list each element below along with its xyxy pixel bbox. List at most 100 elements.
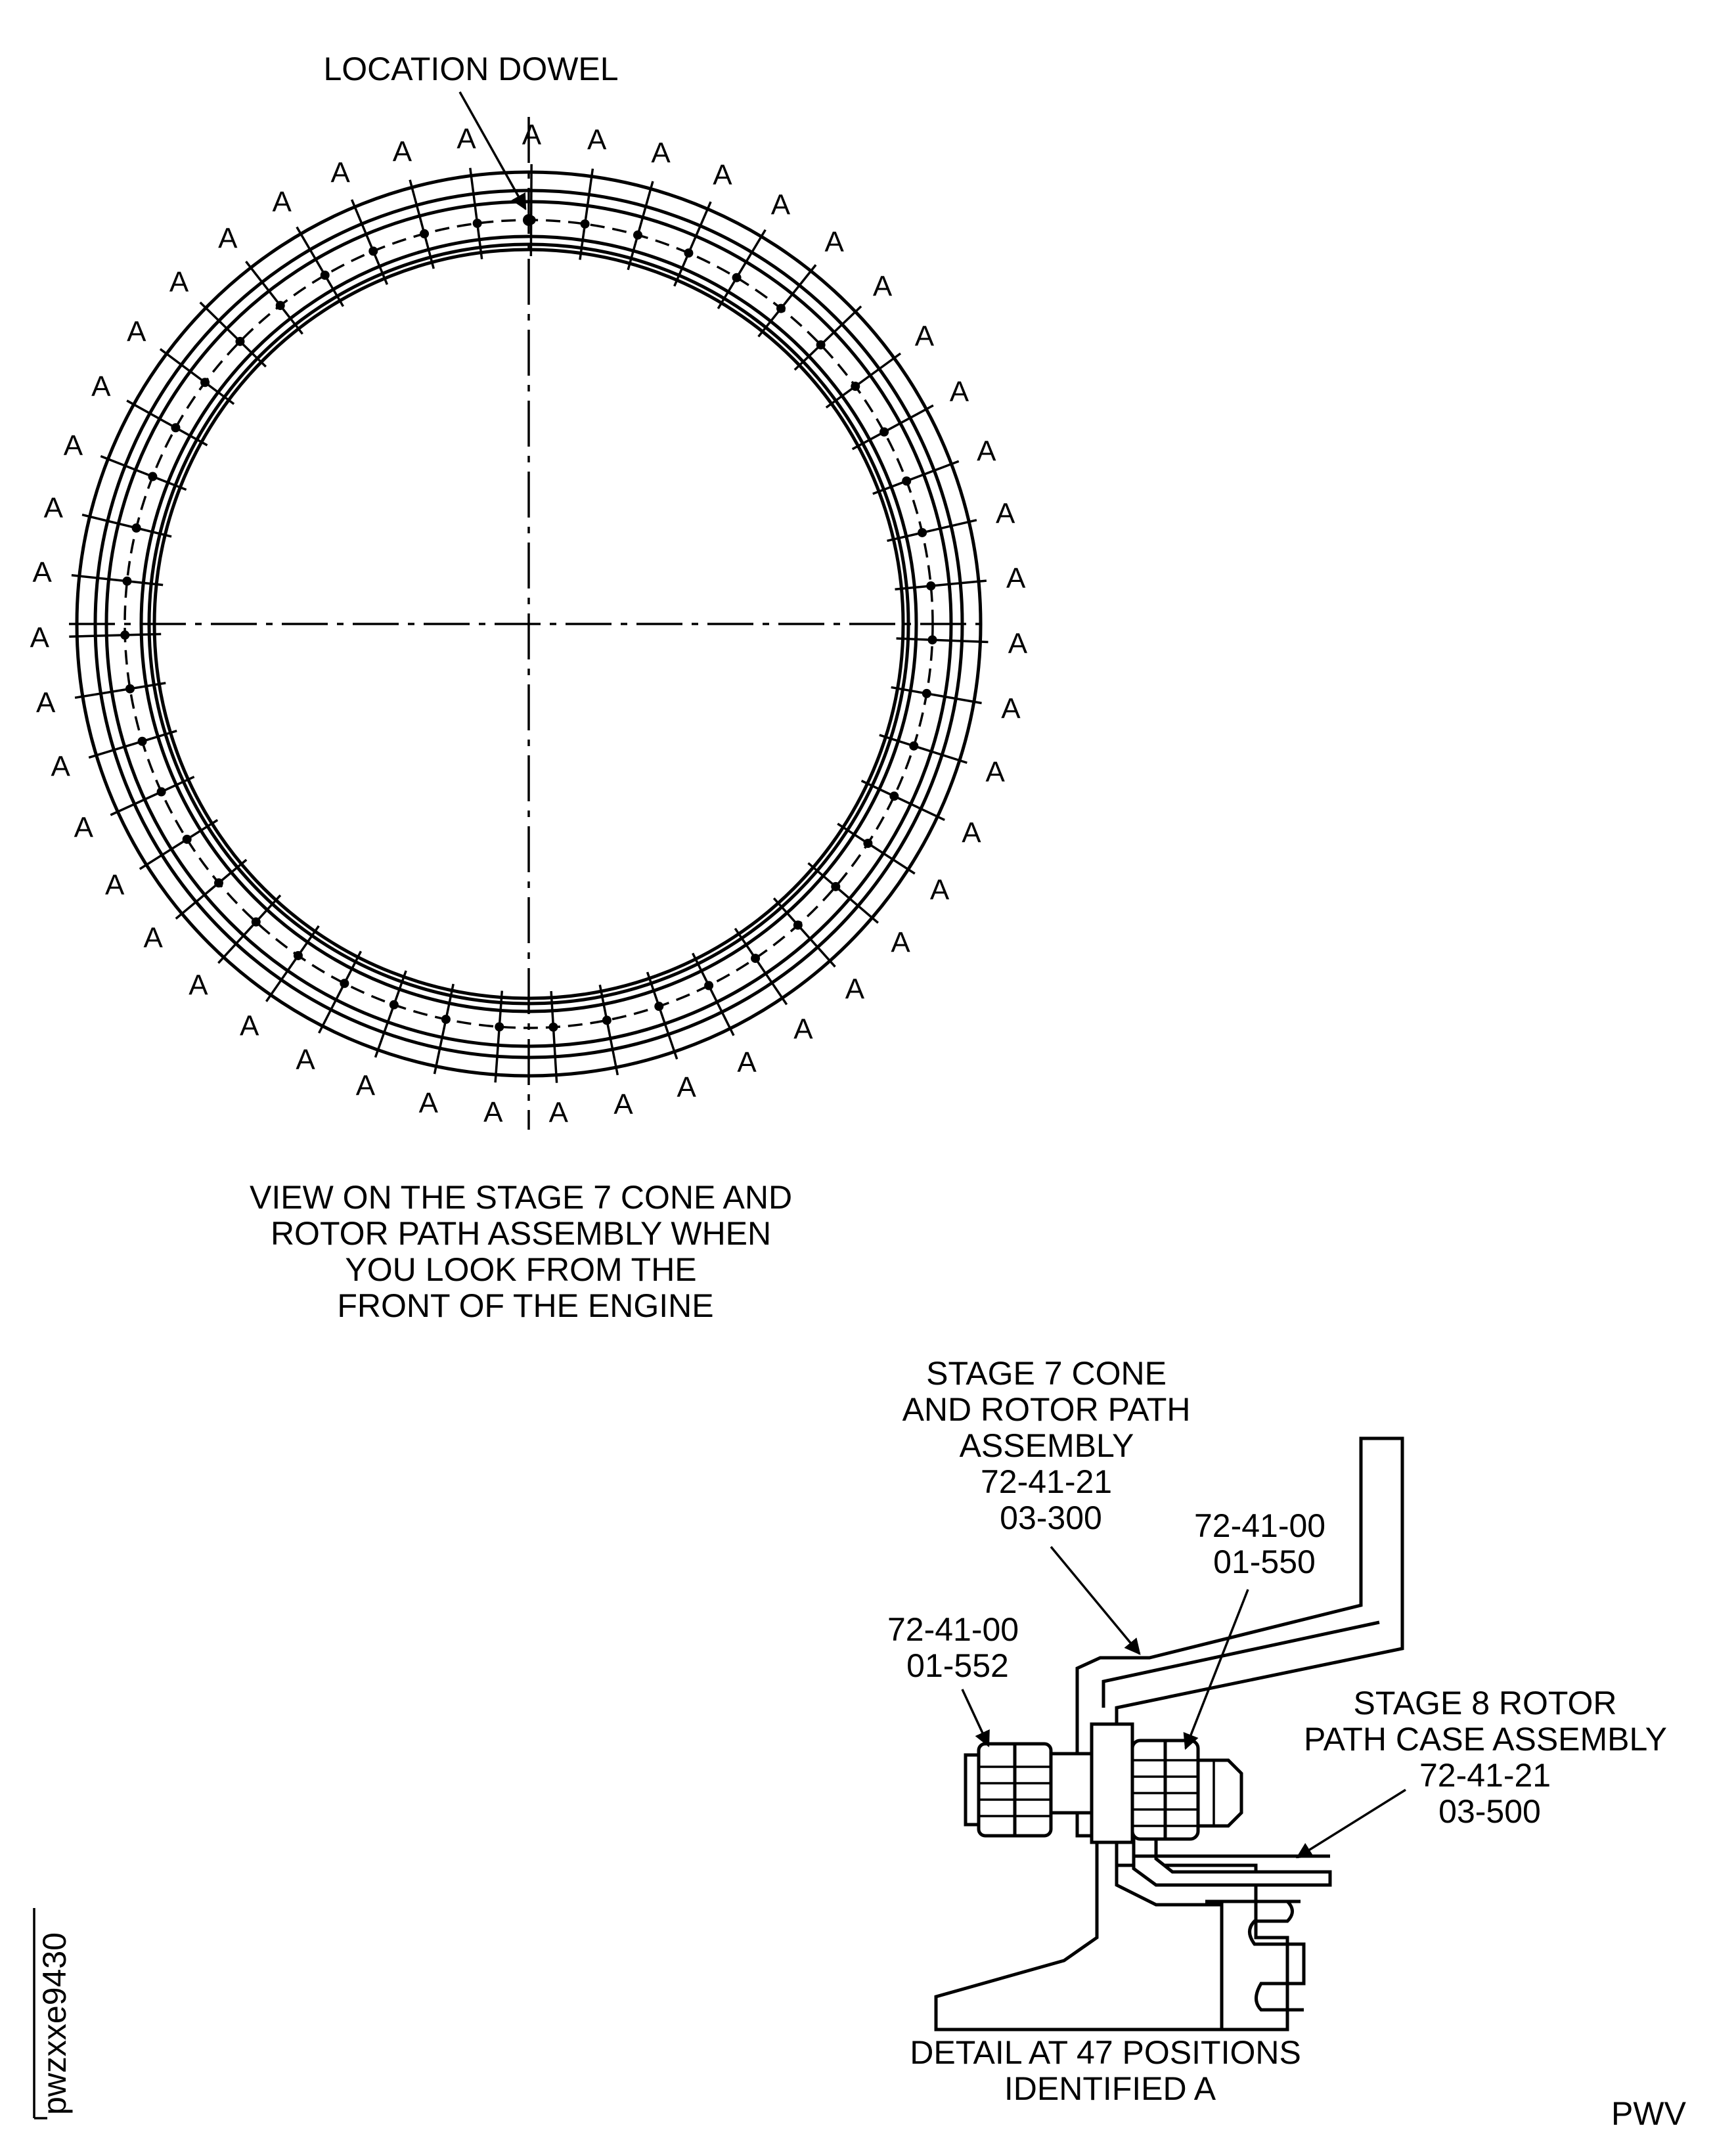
position-tick xyxy=(598,985,619,1076)
bolt-dot xyxy=(275,301,285,311)
position-marker-a: A xyxy=(950,376,969,408)
position-tick xyxy=(896,637,989,644)
detail-caption-line: IDENTIFIED A xyxy=(1004,2070,1216,2107)
cone-label-line: ASSEMBLY xyxy=(960,1427,1134,1464)
bolt-dot xyxy=(654,1002,664,1011)
bolt-dot xyxy=(633,230,643,240)
position-tick xyxy=(217,894,282,964)
position-tick xyxy=(879,734,968,765)
position-tick xyxy=(895,579,987,591)
location-dowel-mark xyxy=(523,214,535,226)
bolt-dot xyxy=(879,427,889,437)
position-tick xyxy=(71,574,164,587)
bolt-dot xyxy=(580,219,590,229)
position-marker-a: A xyxy=(169,266,189,298)
position-tick xyxy=(579,168,594,260)
position-marker-a: A xyxy=(64,430,83,462)
position-tick xyxy=(692,952,735,1036)
bolt-dot xyxy=(831,881,841,891)
position-marker-a: A xyxy=(356,1069,376,1101)
position-tick xyxy=(88,730,177,759)
stage8-label: STAGE 8 ROTOR PATH CASE ASSEMBLY 72-41-2… xyxy=(1304,1685,1676,1830)
stage8-label-line: PATH CASE ASSEMBLY xyxy=(1304,1721,1667,1758)
cone-label-line: STAGE 7 CONE xyxy=(926,1355,1167,1392)
bolt-dot xyxy=(863,838,873,848)
position-marker-a: A xyxy=(1006,562,1026,594)
position-marker-a: A xyxy=(127,316,146,348)
position-tick xyxy=(159,348,235,405)
part-550-line: 72-41-00 xyxy=(1194,1507,1325,1544)
position-tick xyxy=(860,780,945,822)
position-marker-a: A xyxy=(549,1097,569,1129)
cone-web xyxy=(1102,1620,1380,1708)
position-tick xyxy=(646,971,679,1060)
position-marker-a: A xyxy=(44,492,64,524)
ring-view-caption: VIEW ON THE STAGE 7 CONE AND ROTOR PATH … xyxy=(250,1179,801,1324)
bolt-dot xyxy=(902,476,912,486)
position-marker-a: A xyxy=(522,119,542,151)
part-550-line: 01-550 xyxy=(1213,1543,1316,1580)
bolt-dot xyxy=(732,273,742,282)
position-tick xyxy=(872,460,960,495)
bolt-dot xyxy=(889,791,899,801)
bolt-dot xyxy=(120,630,130,640)
bolt-dot xyxy=(704,981,714,990)
bolt-dot xyxy=(926,581,936,591)
position-tick xyxy=(807,862,879,924)
bolt-dot xyxy=(182,834,192,844)
position-marker-a: A xyxy=(962,817,981,849)
bolt-dot xyxy=(340,979,349,988)
part-550-label: 72-41-00 01-550 xyxy=(1194,1507,1335,1580)
bolt-dot xyxy=(156,787,166,797)
part-552-line: 72-41-00 xyxy=(887,1611,1019,1648)
position-marker-a: A xyxy=(977,435,996,467)
position-marker-a: A xyxy=(613,1088,633,1121)
stage8-seal-lip xyxy=(1215,1899,1306,2012)
position-marker-a: A xyxy=(74,812,94,844)
bolt-dot xyxy=(927,635,937,645)
position-tick xyxy=(245,260,303,335)
bolt-dot xyxy=(122,576,132,586)
bolt-dot xyxy=(200,378,210,388)
ring-caption-line: ROTOR PATH ASSEMBLY WHEN xyxy=(271,1215,771,1252)
position-marker-a: A xyxy=(737,1046,757,1078)
position-tick xyxy=(757,264,817,338)
position-tick xyxy=(110,776,195,816)
bolt-dot xyxy=(251,917,261,927)
cone-assembly-leader xyxy=(1050,1545,1141,1655)
bolt-dot xyxy=(793,920,803,930)
bolt-dot xyxy=(148,472,158,481)
bolt-dot xyxy=(602,1015,612,1025)
cone-label-line: 03-300 xyxy=(1000,1499,1102,1536)
position-marker-a: A xyxy=(189,969,208,1002)
position-tick xyxy=(139,819,219,870)
bolt-dot xyxy=(751,954,761,964)
bolt-dot xyxy=(389,1000,399,1010)
position-tick xyxy=(69,633,162,638)
position-marker-a: A xyxy=(240,1010,259,1042)
position-marker-a: A xyxy=(845,973,865,1005)
position-marker-a: A xyxy=(891,926,910,958)
bolt-dot xyxy=(684,248,694,258)
position-marker-a: A xyxy=(587,123,607,156)
position-marker-a: A xyxy=(713,159,732,191)
position-tick xyxy=(494,990,504,1083)
lower-web xyxy=(1115,1859,1224,2030)
bolt-dot xyxy=(214,878,224,888)
stage8-label-line: 72-41-21 xyxy=(1419,1757,1551,1794)
position-tick xyxy=(793,305,862,371)
position-tick xyxy=(199,301,267,368)
position-marker-a: A xyxy=(930,874,950,906)
position-tick xyxy=(409,179,435,269)
position-tick xyxy=(296,226,344,307)
position-marker-a: A xyxy=(51,750,70,782)
bolt-head xyxy=(964,1742,1053,1838)
position-ticks xyxy=(69,164,989,1083)
bolt-dot xyxy=(235,336,245,346)
part-550-leader xyxy=(1183,1589,1249,1750)
bolt-dot xyxy=(131,523,141,533)
stage8-label-line: 03-500 xyxy=(1438,1793,1541,1830)
